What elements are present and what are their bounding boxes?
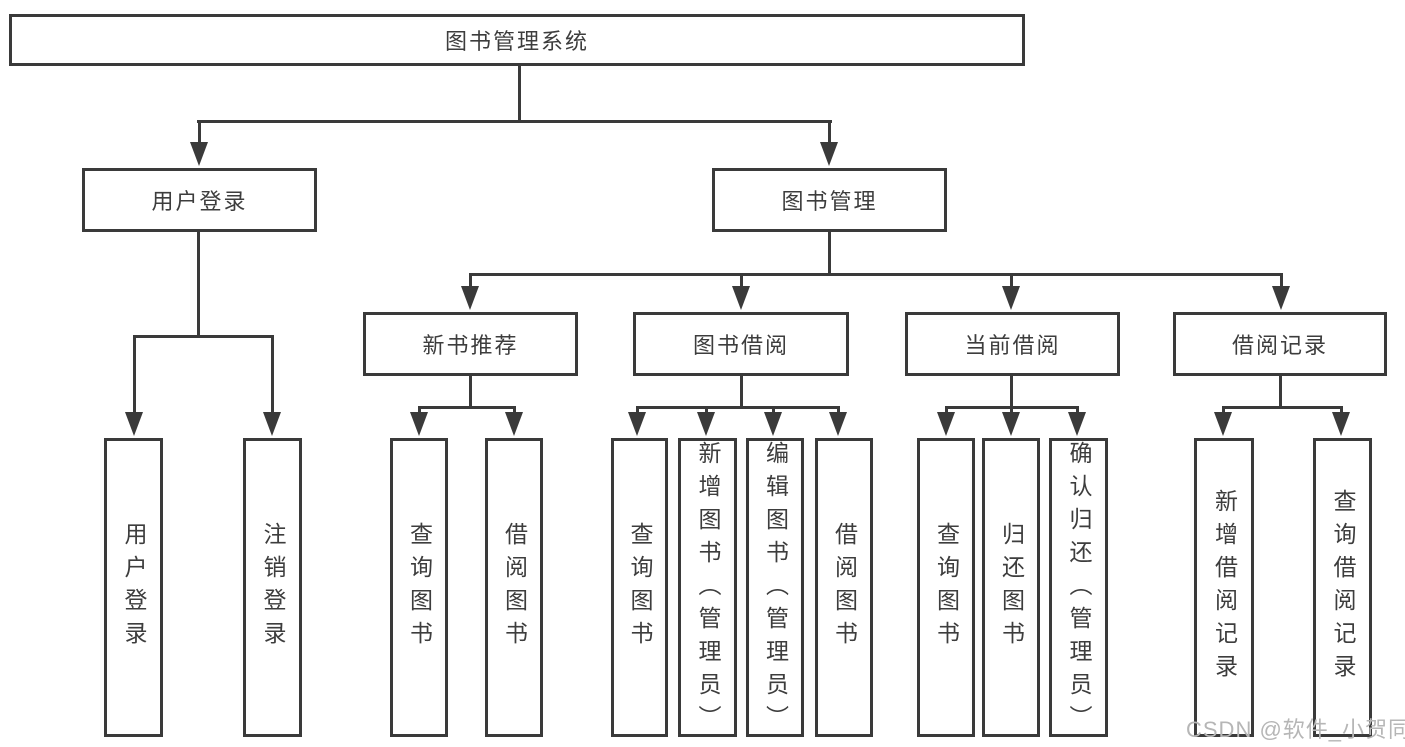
connector-stem-bb-query: [636, 406, 639, 414]
connector-stem-book-management: [828, 120, 831, 146]
connector-stem-cb-confirm: [1076, 406, 1079, 414]
node-borrow-records: 借阅记录: [1173, 312, 1387, 376]
connector-root-trunk: [518, 66, 521, 120]
csdn-watermark: CSDN @软件_小贺同学: [1186, 717, 1405, 742]
connector-stem-br-add: [1222, 406, 1225, 414]
connector-current-borrow-trunk: [1010, 376, 1013, 406]
arrow-cb-confirm: [1068, 412, 1086, 436]
connector-stem-bb-add: [705, 406, 708, 414]
node-current-borrow-label: 当前借阅: [964, 333, 1061, 358]
arrow-current-borrow: [1002, 286, 1020, 310]
connector-stem-cb-return: [1010, 406, 1013, 414]
connector-stem-nb-borrow: [513, 406, 516, 414]
arrow-nb-query: [410, 412, 428, 436]
connector-stem-user-login: [198, 120, 201, 146]
node-leaf-cb-confirm-return-label: 确认归还（管理员）: [1066, 441, 1092, 738]
node-leaf-bb-query-books-label: 查询图书: [627, 521, 653, 654]
node-leaf-bb-borrow-books-label: 借阅图书: [831, 521, 858, 654]
arrow-bb-add: [697, 412, 715, 436]
node-leaf-cb-query-books-label: 查询图书: [933, 521, 960, 654]
connector-user-login-trunk: [197, 232, 200, 335]
arrow-bb-edit: [764, 412, 782, 436]
node-root-label: 图书管理系统: [444, 29, 589, 54]
connector-level2-hline: [197, 120, 832, 123]
node-leaf-nb-borrow-books-label: 借阅图书: [501, 521, 528, 654]
node-leaf-br-query-record: 查询借阅记录: [1313, 438, 1372, 737]
connector-stem-br-query: [1340, 406, 1343, 414]
node-book-management-branch-label: 图书管理: [781, 189, 878, 214]
arrow-br-add: [1214, 412, 1232, 436]
node-leaf-bb-edit-books: 编辑图书（管理员）: [746, 438, 804, 738]
node-root: 图书管理系统: [9, 14, 1025, 66]
connector-stem-bb-borrow: [837, 406, 840, 414]
connector-new-book-hline: [418, 406, 516, 409]
arrow-book-borrow: [732, 286, 750, 310]
connector-user-login-hline: [133, 335, 274, 338]
node-leaf-cb-return-books: 归还图书: [982, 438, 1040, 737]
arrow-book-management: [820, 142, 838, 166]
arrow-borrow-records: [1272, 286, 1290, 310]
node-leaf-user-login: 用户登录: [104, 438, 163, 737]
arrow-cb-query: [937, 412, 955, 436]
arrow-br-query: [1332, 412, 1350, 436]
node-leaf-br-add-record: 新增借阅记录: [1194, 438, 1254, 737]
arrow-new-book: [461, 286, 479, 310]
node-leaf-nb-query-books-label: 查询图书: [406, 521, 433, 654]
connector-stem-nb-query: [418, 406, 421, 414]
node-leaf-cb-query-books: 查询图书: [917, 438, 975, 737]
connector-stem-logout-leaf: [271, 335, 274, 414]
node-leaf-bb-add-books-label: 新增图书（管理员）: [695, 441, 721, 738]
node-leaf-bb-borrow-books: 借阅图书: [815, 438, 873, 737]
arrow-nb-borrow: [505, 412, 523, 436]
arrow-bb-query: [628, 412, 646, 436]
connector-book-management-trunk: [828, 232, 831, 273]
node-leaf-nb-query-books: 查询图书: [390, 438, 448, 737]
node-leaf-cb-return-books-label: 归还图书: [998, 521, 1025, 654]
node-new-book-recommend: 新书推荐: [363, 312, 578, 376]
connector-new-book-trunk: [469, 376, 472, 406]
arrow-cb-return: [1002, 412, 1020, 436]
connector-borrow-records-hline: [1222, 406, 1343, 409]
arrow-login-leaf: [125, 412, 143, 436]
arrow-logout-leaf: [263, 412, 281, 436]
node-book-borrow-label: 图书借阅: [692, 333, 789, 358]
node-leaf-nb-borrow-books: 借阅图书: [485, 438, 543, 737]
node-current-borrow: 当前借阅: [905, 312, 1120, 376]
connector-stem-current-borrow: [1010, 273, 1013, 288]
connector-borrow-records-trunk: [1279, 376, 1282, 406]
connector-stem-cb-query: [945, 406, 948, 414]
connector-book-borrow-hline: [636, 406, 840, 409]
connector-stem-login-leaf: [133, 335, 136, 414]
node-leaf-br-query-record-label: 查询借阅记录: [1330, 488, 1356, 687]
connector-level3-hline: [469, 273, 1283, 276]
connector-stem-borrow-records: [1280, 273, 1283, 288]
arrow-bb-borrow: [829, 412, 847, 436]
node-leaf-cb-confirm-return: 确认归还（管理员）: [1049, 438, 1108, 738]
node-leaf-bb-add-books: 新增图书（管理员）: [678, 438, 737, 738]
node-user-login-branch-label: 用户登录: [151, 189, 248, 214]
node-user-login-branch: 用户登录: [82, 168, 317, 232]
arrow-user-login: [190, 142, 208, 166]
node-leaf-user-login-label: 用户登录: [121, 521, 147, 654]
connector-stem-bb-edit: [772, 406, 775, 414]
node-leaf-bb-query-books: 查询图书: [611, 438, 668, 737]
node-book-borrow: 图书借阅: [633, 312, 849, 376]
node-new-book-recommend-label: 新书推荐: [422, 333, 519, 358]
node-leaf-logout-label: 注销登录: [260, 521, 286, 654]
node-leaf-br-add-record-label: 新增借阅记录: [1211, 488, 1238, 687]
connector-stem-book-borrow: [740, 273, 743, 288]
node-leaf-bb-edit-books-label: 编辑图书（管理员）: [762, 441, 789, 738]
node-leaf-logout: 注销登录: [243, 438, 302, 737]
connector-book-borrow-trunk: [740, 376, 743, 406]
connector-stem-new-book: [469, 273, 472, 288]
node-borrow-records-label: 借阅记录: [1231, 333, 1328, 358]
node-book-management-branch: 图书管理: [712, 168, 947, 232]
